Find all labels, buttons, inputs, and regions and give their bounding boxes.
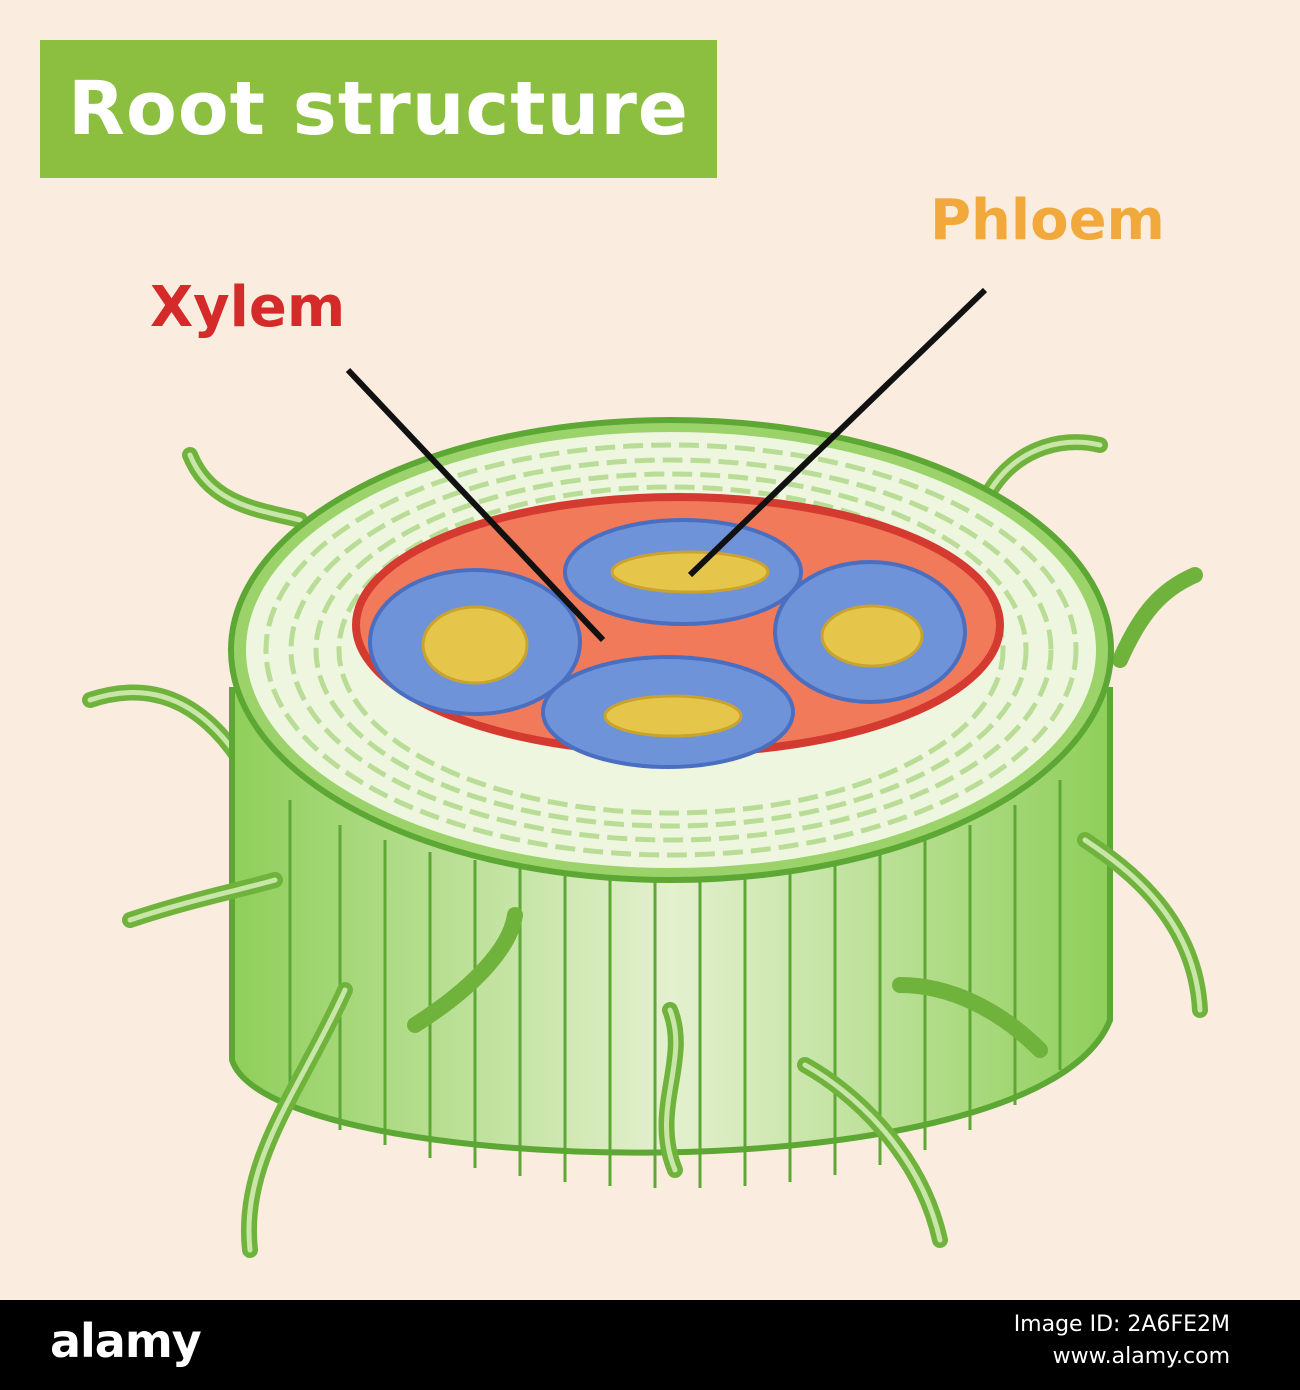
root-hairs-front-highlight: [127, 837, 1203, 1253]
title-banner: Root structure: [40, 40, 717, 178]
alamy-logo: alamy: [50, 1314, 202, 1368]
image-id-text: Image ID: 2A6FE2M: [1013, 1312, 1230, 1337]
phloem-pointer-line: [687, 287, 988, 578]
phloem-label: Phloem: [930, 188, 1165, 253]
xylem-pointer-line: [345, 367, 606, 643]
root-cross-section-illustration: [82, 287, 1208, 1258]
cortex-cell-rings: [263, 442, 1079, 858]
diagram-canvas: Root structure Xylem Phloem: [40, 40, 1208, 1258]
page-title: Root structure: [68, 66, 689, 152]
stock-footer-bar: alamy Image ID: 2A6FE2M www.alamy.com: [0, 1300, 1300, 1390]
xylem-core-right: [820, 604, 924, 668]
xylem-label: Xylem: [150, 275, 346, 340]
site-url-text: www.alamy.com: [1052, 1344, 1230, 1369]
xylem-core-left: [421, 605, 529, 685]
xylem-core-bottom: [603, 694, 743, 738]
root-hairs-back-highlight: [87, 439, 1103, 763]
vascular-bundles: [368, 518, 967, 769]
epidermis-stripes: [288, 780, 1062, 1188]
